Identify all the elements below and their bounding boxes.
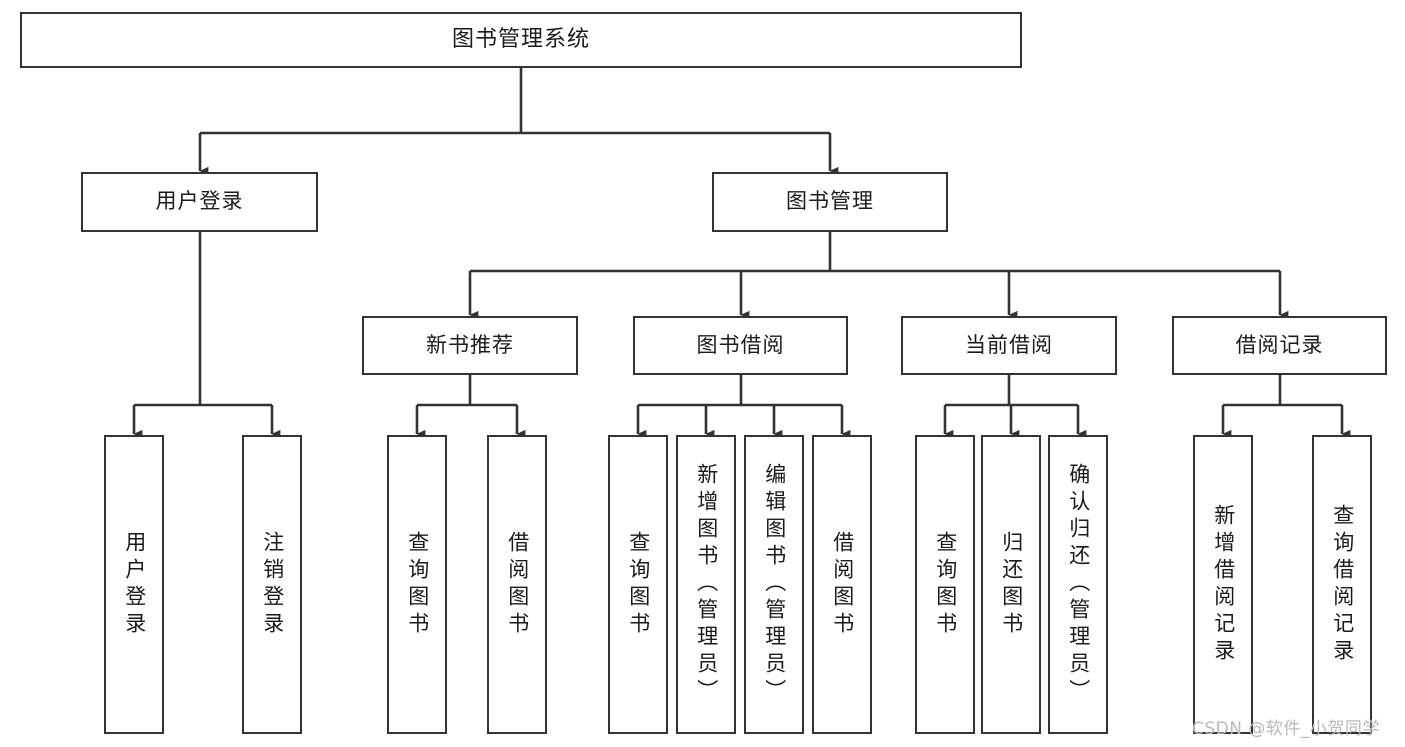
node-label: 图书管理系统 (451, 26, 590, 52)
node-label: 图书借阅 (696, 332, 785, 357)
node-leaf-add-rec[interactable]: 新增借阅记录 (1193, 435, 1253, 734)
node-leaf-return[interactable]: 归还图书 (981, 435, 1041, 734)
node-leaf-borrow-2[interactable]: 借阅图书 (812, 435, 872, 734)
node-label: 归还图书 (999, 530, 1024, 639)
node-label: 借阅记录 (1235, 332, 1324, 357)
node-label: 注销登录 (260, 530, 285, 639)
node-label: 当前借阅 (965, 332, 1053, 357)
node-label: 查询图书 (626, 530, 651, 639)
node-label: 新增借阅记录 (1211, 503, 1236, 666)
node-label: 查询图书 (933, 530, 958, 639)
node-leaf-logout[interactable]: 注销登录 (242, 435, 302, 734)
node-new-book-rec[interactable]: 新书推荐 (362, 316, 578, 375)
node-root[interactable]: 图书管理系统 (20, 12, 1022, 68)
edge-paths (132, 68, 1351, 439)
node-book-manage[interactable]: 图书管理 (712, 172, 948, 232)
node-leaf-query-rec[interactable]: 查询借阅记录 (1312, 435, 1372, 734)
node-leaf-query-1[interactable]: 查询图书 (387, 435, 447, 734)
node-leaf-confirm[interactable]: 确认归还（管理员） (1048, 435, 1108, 734)
node-label: 用户登录 (155, 189, 244, 214)
node-label: 借阅图书 (830, 530, 855, 639)
node-label: 确认归还（管理员） (1066, 463, 1091, 706)
node-label: 查询图书 (405, 530, 430, 639)
node-leaf-query-3[interactable]: 查询图书 (915, 435, 975, 734)
node-label: 用户登录 (122, 530, 147, 639)
node-user-login[interactable]: 用户登录 (81, 172, 318, 232)
node-book-borrow[interactable]: 图书借阅 (633, 316, 848, 375)
node-label: 新增图书（管理员） (694, 463, 719, 706)
node-label: 查询借阅记录 (1330, 503, 1355, 666)
node-current-borrow[interactable]: 当前借阅 (901, 316, 1117, 375)
node-label: 借阅图书 (505, 530, 530, 639)
node-leaf-query-2[interactable]: 查询图书 (608, 435, 668, 734)
node-leaf-user-login[interactable]: 用户登录 (104, 435, 164, 734)
node-label: 新书推荐 (426, 332, 514, 357)
node-label: 编辑图书（管理员） (762, 463, 787, 706)
node-label: 图书管理 (786, 189, 874, 214)
node-borrow-record[interactable]: 借阅记录 (1172, 316, 1387, 375)
node-leaf-edit-book[interactable]: 编辑图书（管理员） (744, 435, 804, 734)
node-leaf-add-book[interactable]: 新增图书（管理员） (676, 435, 736, 734)
node-leaf-borrow-1[interactable]: 借阅图书 (487, 435, 547, 734)
